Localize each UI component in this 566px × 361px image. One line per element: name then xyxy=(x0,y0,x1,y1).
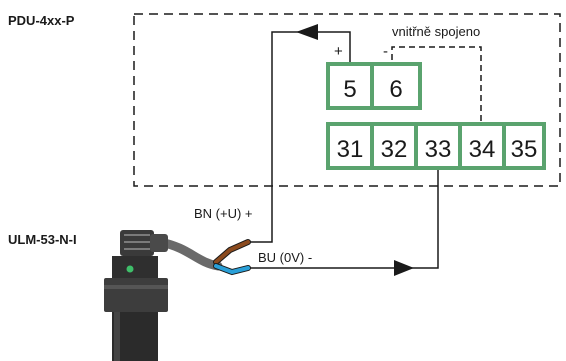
terminal-block-top: 5 6 xyxy=(326,62,422,110)
terminal-6 xyxy=(374,66,418,106)
terminal-35 xyxy=(506,126,542,166)
terminal-31 xyxy=(330,126,370,166)
terminal-6-label: 6 xyxy=(389,76,402,103)
sensor-cable xyxy=(155,237,223,271)
sensor-neck xyxy=(112,256,158,278)
terminal-35-label: 35 xyxy=(511,136,538,163)
ulm-device-label: ULM-53-N-I xyxy=(8,232,77,247)
sensor-stem-highlight xyxy=(114,312,120,361)
status-led-icon xyxy=(126,265,134,273)
bu-wire-core xyxy=(214,264,250,275)
bn-wire-core xyxy=(214,240,250,264)
plus-sign: + xyxy=(334,43,343,60)
bu-arrow-icon xyxy=(394,260,414,276)
bn-wire-label: BN (+U) + xyxy=(194,206,253,221)
terminal-31-label: 31 xyxy=(337,136,364,163)
terminal-5-label: 5 xyxy=(343,76,356,103)
terminal-34 xyxy=(462,126,502,166)
terminal-33-label: 33 xyxy=(425,136,452,163)
bn-wire-line xyxy=(248,31,351,243)
sensor-nut xyxy=(104,278,168,312)
terminal-32 xyxy=(374,126,414,166)
bu-wire-line xyxy=(248,170,439,269)
terminal-33 xyxy=(418,126,458,166)
minus-sign: - xyxy=(383,43,388,60)
internal-link-line xyxy=(391,46,482,124)
terminal-5 xyxy=(330,66,370,106)
terminal-34-label: 34 xyxy=(469,136,496,163)
bn-arrow-icon xyxy=(296,24,318,40)
pdu-enclosure xyxy=(133,13,561,187)
connector-cap xyxy=(150,234,168,252)
bu-wire-label: BU (0V) - xyxy=(258,250,312,265)
pdu-device-label: PDU-4xx-P xyxy=(8,13,75,28)
sensor-nut-edge xyxy=(104,285,168,289)
internal-link-label: vnitřně spojeno xyxy=(392,24,480,39)
ulm-sensor-body xyxy=(104,230,168,361)
terminal-32-label: 32 xyxy=(381,136,408,163)
terminal-block-bottom: 31 32 33 34 35 xyxy=(326,122,546,170)
